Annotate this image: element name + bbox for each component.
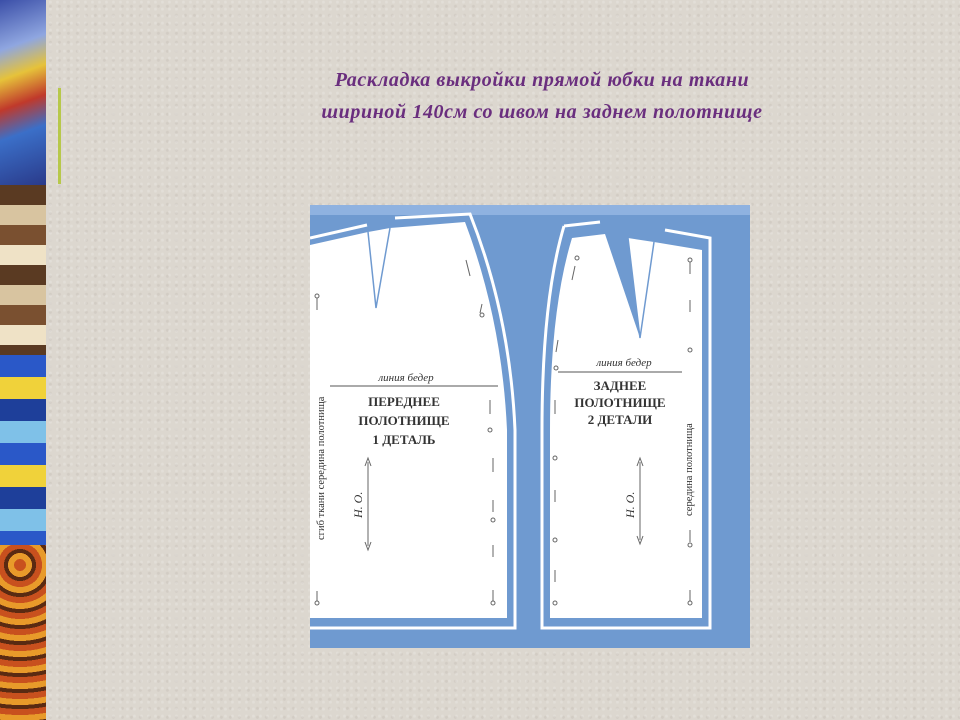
title-line-1: Раскладка выкройки прямой юбки на ткани	[334, 69, 750, 91]
back-seam-allowance	[540, 220, 712, 630]
front-hip-line-label: линия бедер	[377, 372, 434, 384]
slide-title: Раскладка выкройки прямой юбки на ткани …	[222, 64, 862, 128]
front-piece-name-2: ПОЛОТНИЩЕ	[358, 413, 449, 428]
back-grain-label: Н. О.	[623, 492, 637, 519]
back-panel-piece: линия бедер ЗАДНЕЕ ПОЛОТНИЩЕ 2 ДЕТАЛИ се…	[540, 220, 712, 630]
front-grain-label: Н. О.	[351, 492, 365, 519]
pattern-layout-diagram: линия бедер ПЕРЕДНЕЕ ПОЛОТНИЩЕ 1 ДЕТАЛЬ …	[309, 200, 750, 648]
back-center-label: середина полотнища	[684, 423, 695, 516]
back-piece-name-1: ЗАДНЕЕ	[594, 378, 647, 393]
accent-line	[58, 88, 61, 184]
front-fold-label: сгиб ткани середина полотнища	[316, 396, 327, 540]
back-piece-name-2: ПОЛОТНИЩЕ	[574, 395, 665, 410]
pattern-layout-svg: линия бедер ПЕРЕДНЕЕ ПОЛОТНИЩЕ 1 ДЕТАЛЬ …	[309, 205, 750, 648]
back-grain-arrowheads	[636, 456, 644, 546]
back-dart	[627, 237, 655, 339]
front-piece-name-3: 1 ДЕТАЛЬ	[372, 432, 435, 447]
back-pin-marks	[552, 255, 693, 606]
front-piece-name-1: ПЕРЕДНЕЕ	[368, 394, 440, 409]
title-line-2: шириной 140см со швом на заднем полотнищ…	[321, 101, 763, 123]
decorative-side-strip	[0, 0, 46, 720]
front-pin-marks	[314, 259, 496, 606]
back-hip-line-label: линия бедер	[595, 357, 652, 369]
front-seam-allowance	[309, 212, 517, 630]
fabric-selvage	[310, 205, 750, 215]
back-piece-name-3: 2 ДЕТАЛИ	[588, 412, 653, 427]
front-grain-arrowheads	[364, 456, 372, 552]
front-panel-piece: линия бедер ПЕРЕДНЕЕ ПОЛОТНИЩЕ 1 ДЕТАЛЬ …	[309, 212, 517, 630]
front-dart	[367, 227, 391, 309]
